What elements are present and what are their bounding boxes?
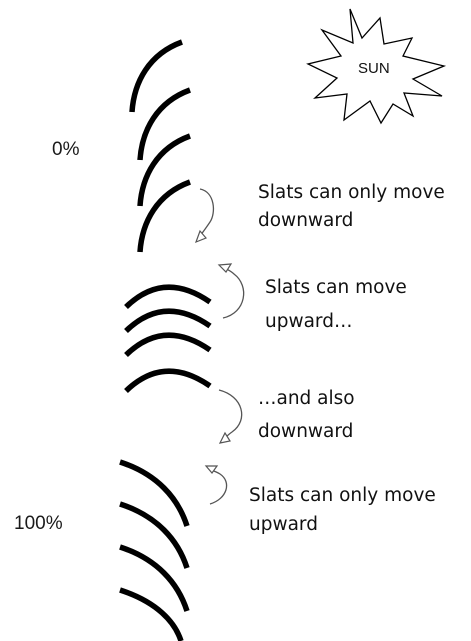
sun-label: SUN [358,60,390,77]
slat [137,133,191,207]
rotation-arrow-downward-middle [218,389,243,444]
position-label-0: 0% [52,139,80,160]
sun-burst-shape [306,8,447,125]
arrow-head-icon [218,431,231,444]
arrow-head-icon [194,229,208,244]
note-top-line2: downward [258,210,353,231]
slat [124,368,212,393]
slat [124,284,212,309]
slat [137,87,191,161]
slats-closed-bottom [119,459,190,641]
slat [124,308,212,333]
rotation-arrow-upward-bottom [204,465,228,505]
note-middle-down-line2: downward [258,421,353,442]
note-top-line1: Slats can only move [258,182,445,203]
slat [119,459,190,527]
rotation-arrow-downward-top [194,188,215,244]
sun-burst: SUN [306,8,447,125]
note-middle-up-line2: upward… [265,311,352,332]
rotation-arrow-upward-middle [217,263,245,319]
note-bottom-line1: Slats can only move [249,485,436,506]
note-middle-up-line1: Slats can move [265,277,407,298]
slat [124,332,212,357]
slat [119,587,184,641]
slat [137,179,191,253]
position-label-100: 100% [14,513,63,534]
slat [119,501,190,569]
arrow-head-icon [217,263,233,273]
slats-open-middle [124,284,212,393]
arrow-head-icon [204,465,219,474]
note-bottom-line2: upward [249,514,318,535]
slats-closed-top [129,39,191,253]
note-middle-down-line1: …and also [258,388,355,409]
slat [129,39,183,113]
slat [119,544,190,612]
